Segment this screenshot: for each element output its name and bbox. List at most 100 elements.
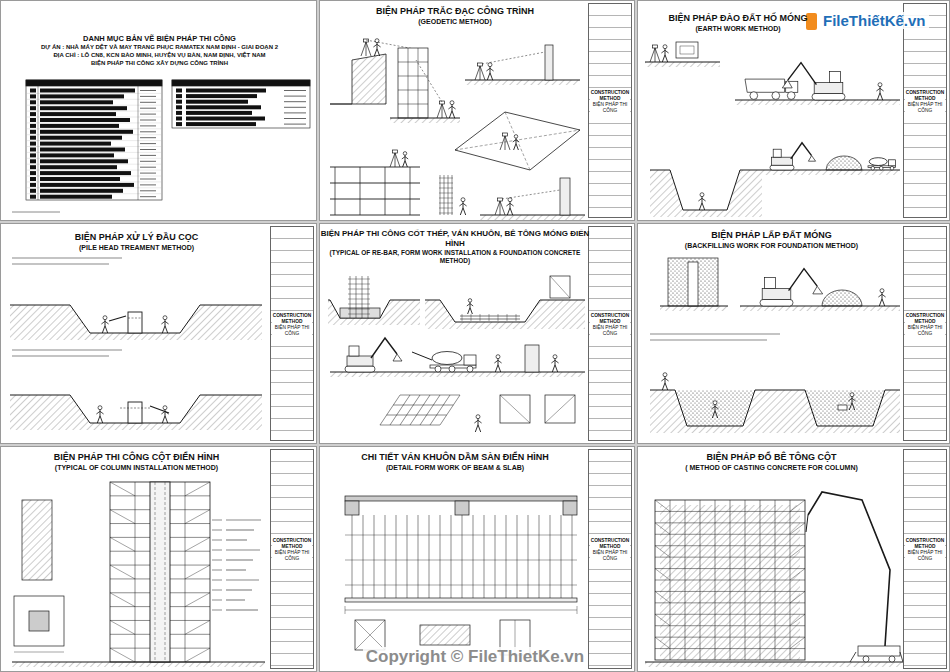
rebar-tie bbox=[439, 188, 453, 189]
building-frame bbox=[398, 48, 428, 118]
rebar-grid bbox=[387, 415, 447, 416]
worker-arms bbox=[448, 106, 455, 109]
sheet-heading: BIỆN PHÁP TRẮC ĐẠC CÔNG TRÌNH(GEODETIC M… bbox=[320, 6, 590, 26]
column-rebar bbox=[165, 482, 166, 662]
formwork-prop bbox=[550, 515, 551, 598]
rebar-tie bbox=[439, 198, 453, 199]
sheet-heading: CHI TIẾT VÁN KHUÔN DẦM SÀN ĐIỂN HÌNH(DET… bbox=[320, 452, 590, 472]
worker-head bbox=[514, 135, 518, 139]
rebar-tie bbox=[439, 193, 453, 194]
tripod-leg bbox=[366, 42, 367, 56]
rebar-mat bbox=[462, 314, 463, 321]
row-code bbox=[140, 137, 156, 138]
row-line bbox=[26, 93, 162, 94]
scaffold-brace bbox=[185, 537, 210, 551]
plan-box bbox=[676, 42, 698, 58]
title-block: CONSTRUCTION METHODBIỆN PHÁP THI CÔNG bbox=[588, 449, 632, 669]
pile-head bbox=[128, 402, 142, 423]
rebar-tie bbox=[348, 294, 370, 295]
worker-legs bbox=[495, 365, 500, 372]
scaffold-brace bbox=[790, 500, 805, 511]
scaffold-brace bbox=[110, 620, 135, 634]
formwork-prop bbox=[374, 515, 375, 598]
mixer-cab bbox=[888, 160, 895, 166]
cut-line bbox=[120, 408, 150, 409]
ground-hatch bbox=[390, 118, 460, 123]
row-code bbox=[140, 196, 156, 197]
truck-wheel bbox=[889, 656, 895, 662]
note-placeholder bbox=[12, 257, 122, 258]
rebar-mat bbox=[489, 314, 490, 321]
soil-mound bbox=[822, 290, 862, 306]
mixer-drum bbox=[869, 158, 887, 166]
drawing-sheet: CHI TIẾT VÁN KHUÔN DẦM SÀN ĐIỂN HÌNH(DET… bbox=[319, 446, 635, 672]
sight-line bbox=[416, 60, 442, 102]
worker-head bbox=[553, 355, 557, 359]
table-row bbox=[186, 105, 261, 109]
title-block-text: CONSTRUCTION METHOD bbox=[905, 538, 945, 550]
sheet-subtitle: DỰ ÁN : NHÀ MÁY DỆT VÀ MAY TRANG PHỤC RA… bbox=[1, 44, 318, 51]
sheet-title: BIỆN PHÁP ĐỔ BÊ TÔNG CỘT bbox=[638, 452, 905, 463]
column bbox=[545, 45, 553, 80]
row-number-cell bbox=[176, 100, 182, 104]
row-code bbox=[140, 155, 156, 156]
column-form bbox=[525, 345, 539, 372]
floor-slab bbox=[330, 215, 420, 216]
title-block-text: BIỆN PHÁP THI CÔNG bbox=[905, 325, 945, 337]
worker-arms bbox=[486, 68, 493, 71]
scaffold-brace bbox=[185, 593, 210, 607]
tripod-leg bbox=[505, 136, 506, 150]
title-block-text: CONSTRUCTION METHOD bbox=[905, 90, 945, 102]
drawing-sheet bbox=[319, 223, 635, 444]
title-block: CONSTRUCTION METHODBIỆN PHÁP THI CÔNG bbox=[270, 226, 314, 441]
row-number-cell bbox=[176, 117, 182, 121]
excavator-cab bbox=[773, 149, 781, 157]
detail-cross bbox=[355, 620, 385, 650]
dump-truck-bed bbox=[745, 79, 785, 92]
ground-line bbox=[465, 80, 580, 81]
drawing-sheet bbox=[0, 0, 317, 221]
row-number-cell bbox=[176, 111, 182, 115]
worker-arms bbox=[506, 203, 513, 206]
worker-arms bbox=[848, 398, 855, 401]
leader-line bbox=[212, 560, 222, 561]
truck-wheel bbox=[879, 166, 883, 170]
row-line bbox=[26, 122, 162, 123]
worker-arms bbox=[711, 406, 718, 409]
row-code bbox=[284, 124, 306, 125]
sight-line bbox=[502, 190, 560, 199]
tripod-leg bbox=[480, 66, 481, 80]
title-block-text: CONSTRUCTION METHOD bbox=[590, 538, 630, 550]
scaffold-ledger bbox=[655, 522, 805, 523]
worker-arms bbox=[373, 44, 380, 47]
grid-axis bbox=[505, 112, 530, 170]
table-row bbox=[40, 130, 133, 134]
soil-section bbox=[425, 300, 585, 329]
worker-arms bbox=[698, 198, 705, 201]
table-row bbox=[40, 112, 116, 116]
row-number-cell bbox=[30, 177, 36, 181]
scaffold-brace bbox=[790, 637, 805, 648]
table-row bbox=[40, 106, 127, 110]
table-header bbox=[26, 80, 162, 86]
soil-section bbox=[10, 395, 262, 430]
scaffold-frame bbox=[110, 482, 210, 662]
title-block-text: BIỆN PHÁP THI CÔNG bbox=[590, 550, 630, 562]
ground-line bbox=[660, 306, 728, 307]
drawing-sheet bbox=[637, 0, 950, 221]
plan-box-inner bbox=[680, 46, 694, 54]
formwork-prop bbox=[539, 515, 540, 598]
row-code bbox=[284, 96, 306, 97]
title-block-text: BIỆN PHÁP THI CÔNG bbox=[590, 325, 630, 337]
tripod-leg bbox=[655, 48, 656, 62]
sheet-heading: BIỆN PHÁP THI CÔNG CỘT ĐIỂN HÌNH(TYPICAL… bbox=[1, 452, 272, 472]
sheet-title: BIỆN PHÁP XỬ LÝ ĐẦU CỌC bbox=[1, 232, 272, 243]
worker-legs bbox=[849, 403, 854, 410]
row-number-cell bbox=[30, 112, 36, 116]
worker-legs bbox=[877, 93, 882, 100]
sheet-heading: BIỆN PHÁP ĐÀO ĐẤT HỐ MÓNG(EARTH WORK MET… bbox=[638, 13, 838, 33]
row-line bbox=[26, 128, 162, 129]
truck-wheel bbox=[772, 92, 780, 100]
scaffold-ledger bbox=[655, 534, 805, 535]
title-block: CONSTRUCTION METHODBIỆN PHÁP THI CÔNG bbox=[270, 449, 314, 669]
